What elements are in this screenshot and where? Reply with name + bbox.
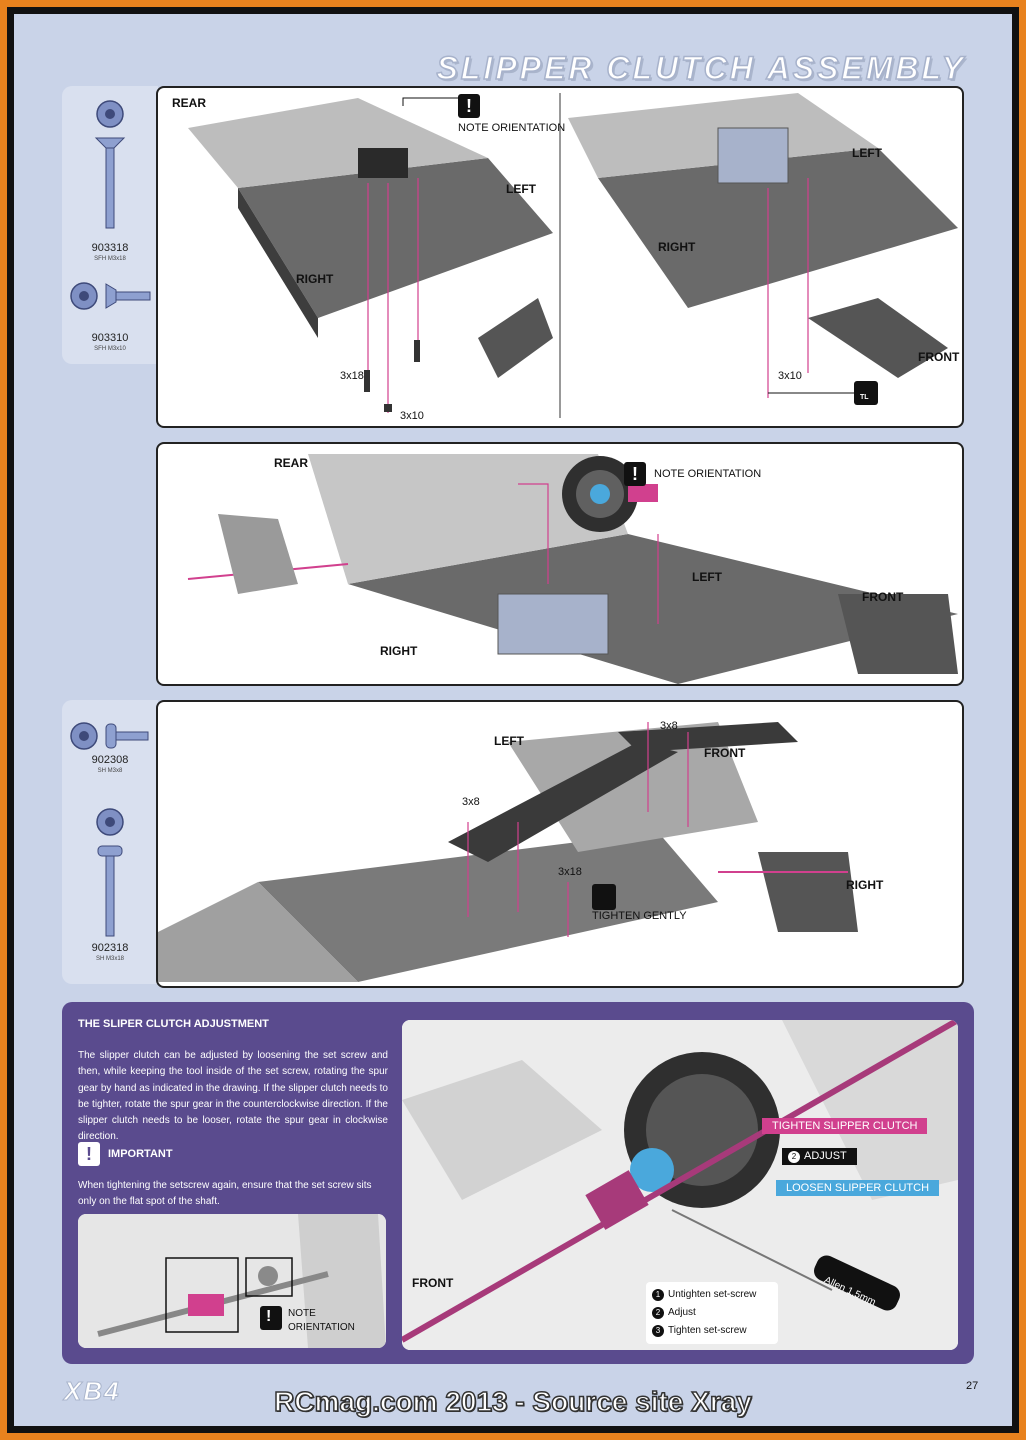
label-left: LEFT [506, 182, 536, 196]
slipper-clutch-adjustment: THE SLIPER CLUTCH ADJUSTMENT The slipper… [62, 1002, 974, 1364]
note-warning-icon: ! [266, 1308, 272, 1325]
label-left: LEFT [692, 570, 722, 584]
page-title: SLIPPER CLUTCH ASSEMBLY [436, 49, 966, 87]
label-right: RIGHT [846, 878, 884, 892]
countersunk-head-icon [94, 137, 126, 149]
tighten-gently-label: TIGHTEN GENTLY [592, 910, 687, 922]
label-left: LEFT [494, 734, 524, 748]
xb4-logo: XB4 [64, 1376, 121, 1407]
part-number: 903318 [91, 242, 129, 254]
warning-icon: ! [458, 94, 480, 118]
watermark: RCmag.com 2013 - Source site Xray [273, 1385, 752, 1418]
important-text: When tightening the setscrew again, ensu… [78, 1180, 372, 1207]
part-number: 902318 [91, 942, 129, 954]
part-spec: SFH M3x10 [94, 346, 126, 352]
chassis-illustration-1 [188, 93, 958, 418]
adjust-tag: 2 ADJUST [782, 1148, 857, 1165]
screw-size-label: 3x8 [462, 796, 480, 808]
page-number: 27 [966, 1380, 979, 1392]
chassis-illustration-3 [158, 722, 858, 982]
important-title: IMPORTANT [108, 1148, 173, 1160]
label-front: FRONT [862, 590, 904, 604]
adjustment-text: The slipper clutch can be adjusted by lo… [78, 1050, 388, 1143]
parts-column-top: 903318 SFH M3x18 903310 SFH M3x10 [62, 86, 158, 364]
orientation-label: ORIENTATION [288, 1322, 355, 1333]
note-orientation: NOTE ORIENTATION [458, 122, 566, 134]
screw-shaft-icon [105, 147, 115, 229]
label-front: FRONT [412, 1276, 454, 1290]
part-spec: SH M3x8 [97, 768, 123, 774]
label-right: RIGHT [380, 644, 418, 658]
label-rear: REAR [274, 456, 309, 470]
step-panel-1: REAR ! NOTE ORIENTATION LEFT RIGHT 3x18 … [156, 86, 964, 428]
label-right: RIGHT [296, 272, 334, 286]
part-spec: SH M3x18 [95, 956, 124, 962]
screw-size-label: 3x10 [778, 370, 802, 382]
warning-icon: ! [624, 462, 646, 486]
chassis-illustration-2 [187, 454, 958, 684]
screw-illustrations-top [70, 100, 151, 310]
label-left: LEFT [852, 146, 882, 160]
note-orientation: NOTE ORIENTATION [654, 468, 762, 480]
shaft-detail-image: ! NOTE ORIENTATION [78, 1214, 386, 1348]
part-number: 902308 [91, 754, 129, 766]
tighten-gently-icon [592, 884, 616, 910]
screw-size-label: 3x18 [558, 866, 582, 878]
threadlock-badge-icon: TL [860, 394, 869, 401]
label-front: FRONT [918, 350, 960, 364]
screw-size-label: 3x10 [400, 410, 424, 422]
label-right: RIGHT [658, 240, 696, 254]
parts-column-mid: 902308 SH M3x8 902318 SH M3x18 [62, 700, 158, 984]
loosen-slipper-tag: LOOSEN SLIPPER CLUTCH [776, 1180, 940, 1196]
label-rear: REAR [172, 96, 207, 110]
part-number: 903310 [91, 332, 129, 344]
adjust-step-number: 2 [788, 1151, 800, 1163]
clutch-adjust-image: TIGHTEN SLIPPER CLUTCH 2 ADJUST LOOSEN SL… [402, 1020, 958, 1350]
part-spec: SFH M3x18 [94, 256, 126, 262]
screw-illustrations-mid [70, 722, 149, 937]
shaft-detail-illustration [78, 1214, 386, 1348]
screw-size-label: 3x8 [660, 720, 678, 732]
adjust-label: ADJUST [804, 1150, 847, 1162]
tighten-slipper-tag: TIGHTEN SLIPPER CLUTCH [762, 1118, 928, 1134]
note-label: NOTE [288, 1308, 316, 1319]
screw-size-label: 3x18 [340, 370, 364, 382]
step-panel-2: REAR ! NOTE ORIENTATION LEFT FRONT RIGHT [156, 442, 964, 686]
step-panel-3: LEFT FRONT RIGHT 3x8 3x8 3x18 TIGHTEN GE… [156, 700, 964, 988]
important-icon: ! [78, 1142, 100, 1166]
adjustment-title: THE SLIPER CLUTCH ADJUSTMENT [78, 1018, 269, 1030]
manual-page: SLIPPER CLUTCH ASSEMBLY 903318 SFH M3x18… [14, 14, 1012, 1426]
label-front: FRONT [704, 746, 746, 760]
hex-socket-icon [105, 109, 115, 119]
